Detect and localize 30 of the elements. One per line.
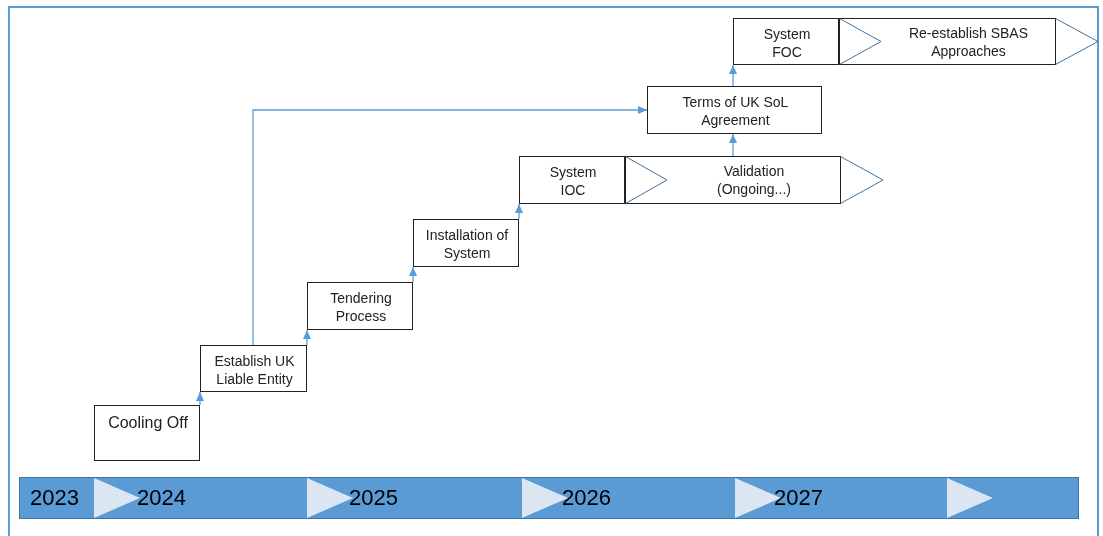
arrow [515, 203, 523, 220]
process-box [307, 282, 413, 330]
box-text: System FOC [762, 24, 812, 61]
process-box [519, 156, 625, 204]
chevron-box [625, 156, 884, 204]
box-text: Cooling Off [108, 414, 188, 432]
arrow [252, 106, 648, 346]
box-text: Installation of System [425, 226, 509, 262]
year-label: 2023 [30, 485, 79, 511]
process-box [413, 219, 519, 267]
arrow [729, 64, 737, 87]
process-box [733, 18, 839, 65]
box-text: Establish UK Liable Entity [213, 351, 296, 388]
year-label: 2025 [349, 485, 398, 511]
box-text: Terms of UK SoL Agreement [681, 93, 790, 129]
arrow [729, 133, 737, 157]
box-text: Tendering Process [329, 289, 393, 325]
process-box [200, 345, 307, 392]
box-text: Validation (Ongoing...) [716, 162, 792, 198]
chevron-box [839, 18, 1099, 65]
year-label: 2024 [137, 485, 186, 511]
arrow [409, 266, 417, 283]
year-label: 2027 [774, 485, 823, 511]
process-box [94, 405, 200, 461]
year-label: 2026 [562, 485, 611, 511]
arrow [303, 329, 311, 346]
box-text: System IOC [548, 163, 598, 199]
process-box [647, 86, 822, 134]
box-text: Re-establish SBAS Approaches [907, 23, 1030, 60]
arrow [196, 391, 204, 406]
